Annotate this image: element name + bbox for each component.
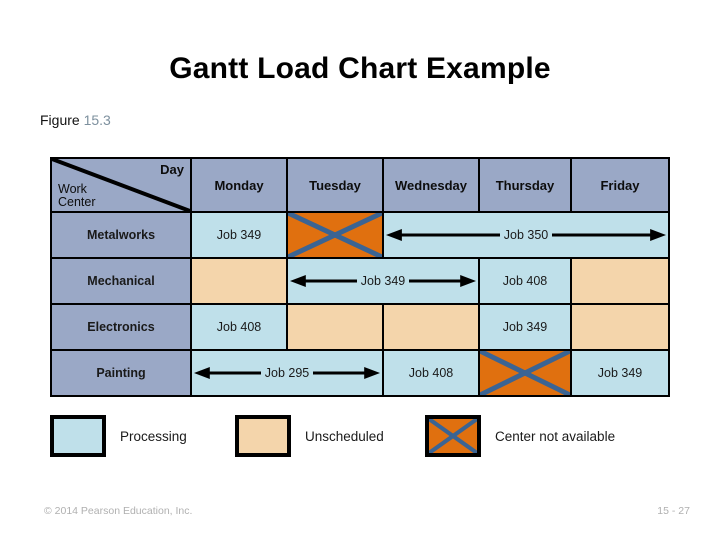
cell-painting-friday: Job 349: [570, 349, 670, 397]
job-label: Job 408: [502, 274, 548, 288]
job-span-bar: Job 349: [289, 260, 477, 302]
job-label: Job 349: [356, 274, 410, 288]
corner-header-workcenter-label: Work Center: [58, 183, 96, 209]
column-header-wednesday: Wednesday: [382, 157, 480, 213]
table-header-row: Day Work Center Monday Tuesday Wednesday…: [50, 157, 670, 213]
legend-label-processing: Processing: [120, 428, 187, 444]
cell-metalworks-wednesday-friday: Job 350: [382, 211, 670, 259]
job-label: Job 349: [597, 366, 643, 380]
legend-label-unscheduled: Unscheduled: [305, 428, 384, 444]
figure-number: 15.3: [83, 112, 111, 128]
cell-metalworks-monday: Job 349: [190, 211, 288, 259]
legend-swatch-unavailable-icon: [425, 415, 481, 457]
cell-mechanical-tuesday-wednesday: Job 349: [286, 257, 480, 305]
cell-mechanical-thursday: Job 408: [478, 257, 572, 305]
job-label: Job 349: [216, 228, 262, 242]
row-header-metalworks: Metalworks: [50, 211, 192, 259]
legend-swatch-processing-icon: [50, 415, 106, 457]
cell-electronics-friday: [570, 303, 670, 351]
cell-painting-thursday: [478, 349, 572, 397]
row-header-painting: Painting: [50, 349, 192, 397]
cell-painting-wednesday: Job 408: [382, 349, 480, 397]
table-row: Electronics Job 408 Job 349: [50, 303, 670, 351]
legend-item-processing: Processing: [50, 412, 187, 460]
cell-metalworks-tuesday: [286, 211, 384, 259]
legend-item-unavailable: Center not available: [425, 412, 615, 460]
row-header-electronics: Electronics: [50, 303, 192, 351]
center-not-available-x-icon: [481, 352, 569, 394]
corner-header-cell: Day Work Center: [50, 157, 192, 213]
job-label: Job 408: [216, 320, 262, 334]
job-span-bar: Job 295: [193, 352, 381, 394]
cell-electronics-tuesday: [286, 303, 384, 351]
row-header-mechanical: Mechanical: [50, 257, 192, 305]
legend: Processing Unscheduled Center not availa…: [50, 412, 690, 460]
column-header-tuesday: Tuesday: [286, 157, 384, 213]
column-header-thursday: Thursday: [478, 157, 572, 213]
figure-label: Figure: [40, 112, 80, 128]
center-not-available-x-icon: [289, 214, 381, 256]
job-label: Job 295: [260, 366, 314, 380]
table-row: Painting Job 295 Job 408: [50, 349, 670, 397]
legend-item-unscheduled: Unscheduled: [235, 412, 384, 460]
column-header-friday: Friday: [570, 157, 670, 213]
cell-electronics-monday: Job 408: [190, 303, 288, 351]
job-label: Job 349: [502, 320, 548, 334]
table-row: Metalworks Job 349 Job 350: [50, 211, 670, 259]
job-span-bar: Job 350: [385, 214, 667, 256]
job-label: Job 408: [408, 366, 454, 380]
cell-electronics-thursday: Job 349: [478, 303, 572, 351]
table-row: Mechanical Job 349 Job 408: [50, 257, 670, 305]
corner-header-workcenter-line2: Center: [58, 195, 96, 209]
legend-swatch-unscheduled-icon: [235, 415, 291, 457]
gantt-load-table: Day Work Center Monday Tuesday Wednesday…: [50, 157, 670, 397]
cell-electronics-wednesday: [382, 303, 480, 351]
column-header-monday: Monday: [190, 157, 288, 213]
footer-page-number: 15 - 27: [657, 505, 690, 517]
footer-copyright: © 2014 Pearson Education, Inc.: [44, 505, 193, 517]
job-label: Job 350: [499, 228, 553, 242]
legend-label-unavailable: Center not available: [495, 428, 616, 444]
corner-header-day-label: Day: [160, 162, 184, 177]
page-title: Gantt Load Chart Example: [169, 52, 551, 85]
cell-mechanical-friday: [570, 257, 670, 305]
figure-caption: Figure 15.3: [40, 112, 111, 128]
cell-mechanical-monday: [190, 257, 288, 305]
corner-header-workcenter-line1: Work: [58, 182, 87, 196]
center-not-available-x-icon: [429, 419, 477, 453]
cell-painting-monday-tuesday: Job 295: [190, 349, 384, 397]
